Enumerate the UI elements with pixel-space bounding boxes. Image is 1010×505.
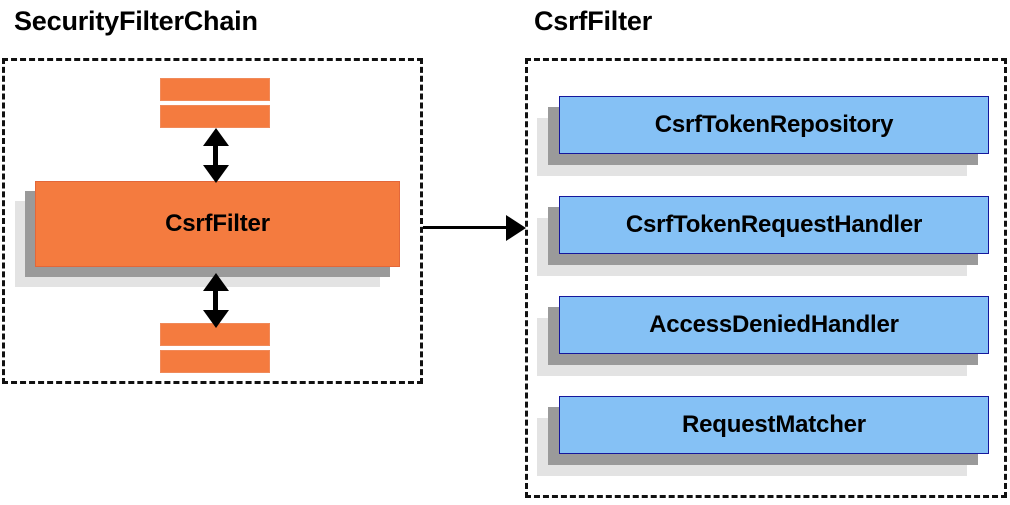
box-csrf-token-repository-label: CsrfTokenRepository xyxy=(654,111,894,138)
arrow-head-up-top xyxy=(203,128,229,146)
arrow-head-down-top xyxy=(203,165,229,183)
panel-csrf-filter-collaborators xyxy=(525,58,1007,498)
panel-title-csrf-filter: CsrfFilter xyxy=(534,6,653,36)
box-access-denied-handler-label: AccessDeniedHandler xyxy=(649,311,899,338)
box-csrf-filter[interactable]: CsrfFilter xyxy=(35,181,400,267)
connector-arrow-head xyxy=(506,215,526,241)
box-csrf-token-repository[interactable]: CsrfTokenRepository xyxy=(559,96,989,154)
box-access-denied-handler[interactable]: AccessDeniedHandler xyxy=(559,296,989,354)
box-request-matcher-label: RequestMatcher xyxy=(682,411,866,438)
arrow-head-down-bottom xyxy=(203,310,229,328)
panel-security-filter-chain xyxy=(2,58,423,384)
stub-bar-top-1 xyxy=(160,78,270,101)
stub-bar-bottom-2 xyxy=(160,350,270,373)
arrow-shaft-bottom xyxy=(213,285,218,315)
box-csrf-filter-label: CsrfFilter xyxy=(165,210,270,237)
box-csrf-token-request-handler-label: CsrfTokenRequestHandler xyxy=(625,211,923,238)
connector-arrow-shaft xyxy=(423,226,508,229)
panel-title-security-filter-chain: SecurityFilterChain xyxy=(14,6,258,36)
arrow-shaft-top xyxy=(213,140,218,170)
arrow-head-up-bottom xyxy=(203,273,229,291)
stub-bar-top-2 xyxy=(160,105,270,128)
box-csrf-token-request-handler[interactable]: CsrfTokenRequestHandler xyxy=(559,196,989,254)
box-request-matcher[interactable]: RequestMatcher xyxy=(559,396,989,454)
